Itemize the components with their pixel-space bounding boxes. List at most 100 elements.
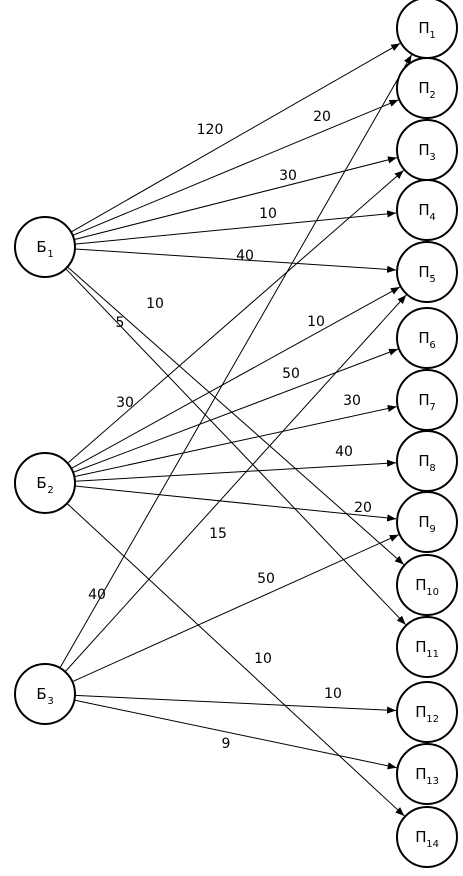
node-letter: П bbox=[415, 576, 426, 594]
edge-b2-p3 bbox=[67, 169, 404, 464]
edge-b3-p9 bbox=[72, 534, 399, 683]
edge-label: 10 bbox=[146, 296, 164, 312]
node-circle bbox=[396, 806, 458, 868]
edge-b1-p2 bbox=[72, 99, 399, 236]
edge-b3-p5 bbox=[64, 294, 407, 673]
edge-b1-p11 bbox=[65, 268, 406, 625]
node-index: 11 bbox=[426, 649, 439, 660]
node-letter: П bbox=[418, 452, 429, 470]
edges-layer bbox=[59, 42, 413, 817]
edge-label: 50 bbox=[257, 571, 275, 587]
node-index: 1 bbox=[429, 30, 435, 41]
node-index: 7 bbox=[429, 402, 435, 413]
edge-label: 20 bbox=[313, 109, 331, 125]
edge-label: 20 bbox=[354, 500, 372, 516]
node-index: 2 bbox=[47, 485, 53, 496]
edge-b3-p12 bbox=[74, 694, 397, 714]
node-index: 1 bbox=[47, 249, 53, 260]
edge-b1-p10 bbox=[67, 266, 405, 565]
node-circle bbox=[14, 663, 76, 725]
edge-b2-p14 bbox=[66, 503, 405, 817]
edge-b2-p5 bbox=[71, 286, 401, 469]
node-circle bbox=[396, 554, 458, 616]
node-letter: П bbox=[418, 391, 429, 409]
edge-label: 5 bbox=[116, 315, 125, 331]
edge-label: 15 bbox=[209, 526, 227, 542]
node-letter: П bbox=[418, 19, 429, 37]
node-circle bbox=[396, 307, 458, 369]
node-letter: Б bbox=[36, 474, 46, 492]
edge-label: 50 bbox=[282, 366, 300, 382]
node-letter: П bbox=[418, 201, 429, 219]
node-circle bbox=[396, 241, 458, 303]
edge-label: 30 bbox=[279, 168, 297, 184]
node-circle bbox=[396, 491, 458, 553]
edge-b3-p1 bbox=[59, 54, 413, 669]
node-index: 3 bbox=[429, 152, 435, 163]
edge-b1-p4 bbox=[74, 210, 397, 245]
edge-b2-p7 bbox=[74, 404, 397, 478]
edge-label: 40 bbox=[88, 587, 106, 603]
node-index: 9 bbox=[429, 524, 435, 535]
node-circle bbox=[396, 743, 458, 805]
edge-label: 40 bbox=[236, 248, 254, 264]
node-index: 4 bbox=[429, 212, 435, 223]
edge-label: 10 bbox=[259, 206, 277, 222]
node-letter: П bbox=[418, 329, 429, 347]
node-letter: П bbox=[418, 79, 429, 97]
node-circle bbox=[396, 616, 458, 678]
edge-b2-p9 bbox=[74, 485, 397, 522]
node-letter: Б bbox=[36, 685, 46, 703]
edge-b2-p8 bbox=[74, 459, 397, 482]
node-index: 12 bbox=[426, 714, 439, 725]
node-circle bbox=[396, 57, 458, 119]
node-letter: П bbox=[418, 263, 429, 281]
node-letter: П bbox=[415, 703, 426, 721]
node-circle bbox=[396, 681, 458, 743]
node-index: 8 bbox=[429, 463, 435, 474]
edge-b2-p6 bbox=[72, 348, 399, 473]
node-letter: П bbox=[415, 638, 426, 656]
edge-b1-p1 bbox=[70, 42, 401, 233]
node-letter: П bbox=[415, 765, 426, 783]
edge-label: 10 bbox=[307, 314, 325, 330]
edge-b3-p13 bbox=[74, 699, 397, 770]
node-index: 5 bbox=[429, 274, 435, 285]
node-circle bbox=[14, 216, 76, 278]
edge-label: 9 bbox=[222, 736, 231, 752]
node-circle bbox=[14, 452, 76, 514]
edge-label: 10 bbox=[324, 686, 342, 702]
edge-label: 40 bbox=[335, 444, 353, 460]
edge-label: 30 bbox=[343, 393, 361, 409]
edge-b1-p5 bbox=[74, 248, 397, 273]
node-index: 10 bbox=[426, 587, 439, 598]
node-letter: Б bbox=[36, 238, 46, 256]
node-circle bbox=[396, 179, 458, 241]
node-letter: П bbox=[418, 141, 429, 159]
edge-label: 10 bbox=[254, 651, 272, 667]
edge-b1-p3 bbox=[73, 156, 398, 241]
node-index: 3 bbox=[47, 696, 53, 707]
node-index: 14 bbox=[426, 839, 439, 850]
node-letter: П bbox=[418, 513, 429, 531]
